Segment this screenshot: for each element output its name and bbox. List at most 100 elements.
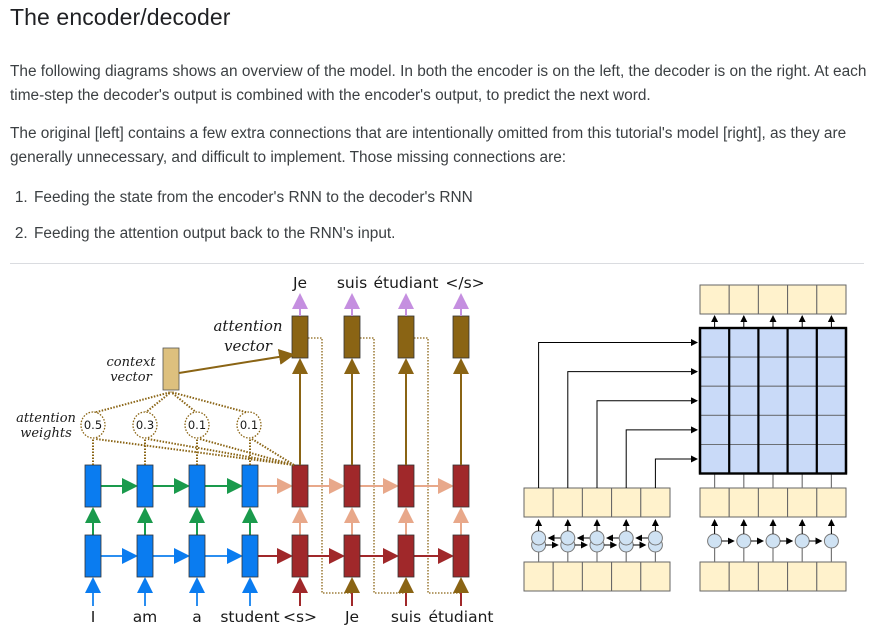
encoder-input-box: [611, 561, 642, 592]
rnn-node: [765, 533, 781, 549]
attention-grid-cell: [787, 443, 818, 474]
attention-grid-cell: [758, 414, 789, 445]
context-vector-label: vector: [110, 370, 152, 385]
bidirectional-rnn-node: [560, 530, 576, 546]
output-token: </s>: [445, 274, 484, 292]
input-token: Je: [344, 608, 359, 626]
attention-grid-cell: [699, 327, 730, 358]
attention-grid-border: [698, 326, 848, 475]
attention-feedback-connection: [360, 337, 406, 594]
context-vector-label: context: [107, 355, 157, 370]
encoder-cell: [188, 534, 206, 578]
encoder-cell: [136, 464, 154, 508]
decoder-input-box: [699, 561, 730, 592]
encoder-input-box: [552, 561, 583, 592]
input-token: I: [91, 608, 96, 626]
decoder-input-box: [816, 561, 847, 592]
attention-grid-cell: [787, 414, 818, 445]
encoder-to-attention-connection: [625, 426, 698, 488]
list-item: Feeding the state from the encoder's RNN…: [32, 186, 473, 210]
attention-weight-value: 0.1: [240, 418, 258, 432]
attention-weight-circle: [236, 411, 262, 439]
prediction-box: [787, 284, 818, 315]
bidirectional-rnn-node: [647, 530, 663, 546]
attention-grid-cell: [758, 356, 789, 387]
attention-vector-cell: [343, 315, 361, 359]
decoder-to-weight-connection: [147, 438, 295, 466]
decoder-cell: [452, 464, 470, 508]
encoder-to-attention-connection: [538, 339, 698, 488]
attention-grid-cell: [699, 443, 730, 474]
input-token: suis: [391, 608, 421, 626]
encoder-output-box: [640, 487, 671, 518]
input-token: student: [220, 608, 279, 626]
encoder-cell: [241, 464, 259, 508]
output-token: étudiant: [374, 274, 439, 292]
attention-grid-cell: [699, 385, 730, 416]
weight-to-context-connection: [170, 391, 250, 414]
divider: [10, 263, 864, 264]
attention-weights-label: attention: [16, 411, 76, 426]
attention-vector-cell: [397, 315, 415, 359]
attention-weight-value: 0.1: [188, 418, 206, 432]
attention-grid-cell: [728, 443, 759, 474]
prediction-box: [816, 284, 847, 315]
attention-vector-label: vector: [224, 337, 273, 355]
encoder-output-box: [523, 487, 554, 518]
attention-weight-circle: [184, 411, 210, 439]
decoder-output-box: [757, 487, 789, 518]
attention-grid-cell: [728, 385, 759, 416]
decoder-to-weight-connection: [199, 438, 295, 466]
attention-feedback-connection: [308, 337, 352, 594]
decoder-output-box: [787, 487, 818, 518]
encoder-output-box: [581, 487, 613, 518]
missing-connections-list: Feeding the state from the encoder's RNN…: [10, 186, 473, 258]
decoder-cell: [397, 534, 415, 578]
attention-vector-cell: [452, 315, 470, 359]
decoder-cell: [397, 464, 415, 508]
bidirectional-rnn-node: [531, 530, 547, 546]
encoder-to-attention-connection: [567, 368, 698, 488]
decoder-input-box: [757, 561, 789, 592]
attention-grid-cell: [758, 385, 789, 416]
attention-grid-cell: [816, 356, 847, 387]
attention-grid-cell: [728, 414, 759, 445]
attention-grid-cell: [699, 356, 730, 387]
decoder-input-box: [787, 561, 818, 592]
output-token: Je: [292, 274, 307, 292]
attention-weights-label: weights: [20, 426, 72, 441]
list-item: Feeding the attention output back to the…: [32, 222, 473, 246]
bidirectional-rnn-node: [589, 530, 605, 546]
context-to-attention-arrow: [178, 349, 295, 374]
attention-weight-value: 0.3: [136, 418, 154, 432]
encoder-to-attention-connection: [654, 455, 698, 488]
decoder-output-box: [816, 487, 847, 518]
encoder-cell: [84, 464, 102, 508]
rnn-node: [707, 533, 723, 549]
attention-grid-cell: [816, 385, 847, 416]
attention-grid-cell: [787, 327, 818, 358]
decoder-to-weight-connection: [251, 438, 295, 466]
decoder-cell: [291, 534, 309, 578]
prediction-box: [728, 284, 759, 315]
rnn-node: [736, 533, 752, 549]
decoder-cell: [291, 464, 309, 508]
encoder-input-box: [581, 561, 613, 592]
attention-grid-cell: [728, 327, 759, 358]
encoder-output-box: [552, 487, 583, 518]
decoder-cell: [343, 464, 361, 508]
attention-weight-circle: [132, 411, 158, 439]
decoder-to-weight-connection: [95, 438, 295, 466]
encoder-output-box: [611, 487, 642, 518]
attention-grid-cell: [728, 356, 759, 387]
attention-grid-cell: [699, 414, 730, 445]
encoder-to-attention-connection: [596, 397, 698, 488]
encoder-cell: [84, 534, 102, 578]
intro-paragraph: The following diagrams shows an overview…: [10, 63, 867, 104]
encoder-input-box: [523, 561, 554, 592]
missing-connections-paragraph: The original [left] contains a few extra…: [10, 125, 847, 166]
tutorial-model-diagram: [523, 284, 848, 592]
prediction-box: [699, 284, 730, 315]
input-token: a: [192, 608, 202, 626]
